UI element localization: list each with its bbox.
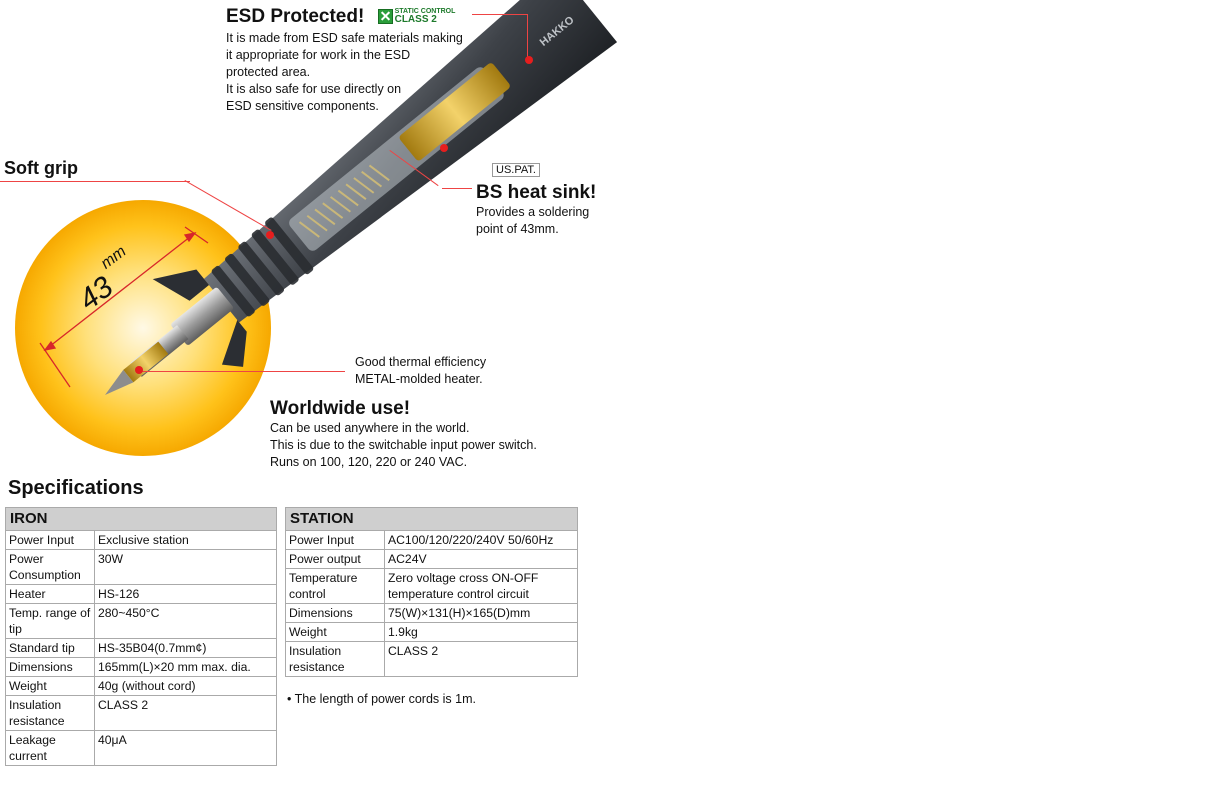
dot-heater xyxy=(135,366,143,374)
worldwide-title: Worldwide use! xyxy=(270,398,411,419)
leader-grip xyxy=(0,181,190,182)
esd-line: ESD sensitive components. xyxy=(226,99,379,113)
esd-line: it appropriate for work in the ESD xyxy=(226,48,411,62)
worldwide-line: Runs on 100, 120, 220 or 240 VAC. xyxy=(270,455,468,469)
esd-feature: ESD Protected! STATIC CONTROL CLASS 2 It… xyxy=(226,6,463,115)
esd-line: protected area. xyxy=(226,65,311,79)
dot-heatsink xyxy=(440,144,448,152)
soldering-iron-illustration: HAKKO 43 mm xyxy=(15,0,618,456)
leader-esd-down xyxy=(527,14,528,58)
iron-tip xyxy=(105,369,134,395)
station-header: STATION xyxy=(285,507,578,531)
worldwide-line: This is due to the switchable input powe… xyxy=(270,438,537,452)
heatsink-line: point of 43mm. xyxy=(476,222,559,236)
metal-heater xyxy=(123,341,169,383)
heatsink-feature: US.PAT. BS heat sink! Provides a solderi… xyxy=(476,160,596,238)
heat-glow-circle xyxy=(15,200,271,456)
worldwide-line: Can be used anywhere in the world. xyxy=(270,421,470,435)
heater-line: METAL-molded heater. xyxy=(355,372,483,386)
esd-line: It is made from ESD safe materials makin… xyxy=(226,31,463,45)
soft-grip-title: Soft grip xyxy=(4,158,78,178)
heat-sink-gold xyxy=(399,63,510,161)
heatsink-line: Provides a soldering xyxy=(476,205,590,219)
esd-line: It is also safe for use directly on xyxy=(226,82,402,96)
heater-feature: Good thermal efficiency METAL-molded hea… xyxy=(355,354,486,388)
leader-heater xyxy=(140,371,345,372)
static-control-icon xyxy=(377,9,393,25)
heatsink-title: BS heat sink! xyxy=(476,182,597,203)
iron-header: IRON xyxy=(5,507,277,531)
length-dimension xyxy=(39,226,209,388)
esd-title: ESD Protected! STATIC CONTROL CLASS 2 xyxy=(226,6,456,27)
specifications-heading: Specifications xyxy=(8,477,144,499)
power-cord-note: • The length of power cords is 1m. xyxy=(287,692,476,706)
leader-esd xyxy=(472,14,527,15)
static-control-logo: STATIC CONTROL CLASS 2 xyxy=(377,8,455,25)
dot-grip xyxy=(266,231,274,239)
us-pat-badge: US.PAT. xyxy=(492,163,540,177)
heater-line: Good thermal efficiency xyxy=(355,355,487,369)
dot-esd xyxy=(525,56,533,64)
leader-heatsink xyxy=(442,188,472,189)
worldwide-feature: Worldwide use! Can be used anywhere in t… xyxy=(270,398,537,471)
